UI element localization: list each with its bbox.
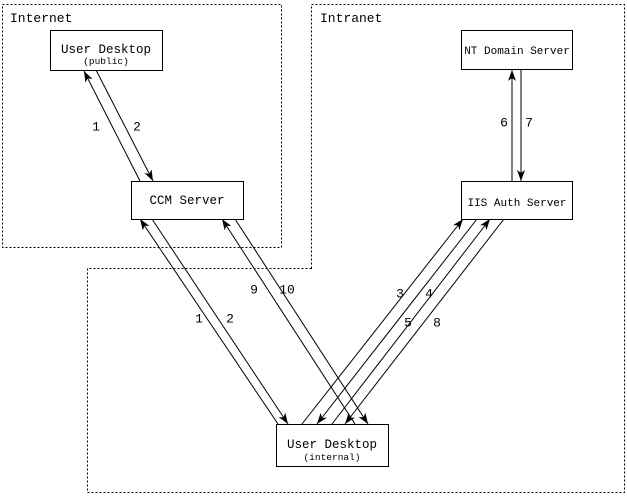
intranet-region-label: Intranet: [320, 11, 382, 26]
node-iis-auth-server: IIS Auth Server: [461, 181, 573, 220]
edge-label-10-7: 10: [279, 283, 295, 298]
edge-line-5-user_desktop_internal-to-iis_auth_server: [331, 218, 491, 425]
node-user-desktop-internal: User Desktop (internal): [276, 424, 389, 467]
edge-line-8-iis_auth_server-to-user_desktop_internal: [344, 218, 505, 425]
edge-label-8-11: 8: [433, 316, 441, 331]
iis-auth-server-box: [461, 181, 573, 220]
ccm-server-box: [131, 181, 244, 220]
edge-label-1-4: 1: [195, 312, 203, 327]
edge-line-3-user_desktop_internal-to-iis_auth_server: [301, 218, 464, 425]
edge-label-5-10: 5: [404, 316, 412, 331]
ccm-server-title: CCM Server: [149, 194, 224, 208]
edge-line-9-user_desktop_internal-to-ccm_server: [221, 218, 356, 425]
edge-line-1-user_desktop_internal-to-ccm_server: [139, 218, 279, 425]
edges-layer: 1 2 6 7 1 2 9 10 3 45 8: [83, 69, 533, 425]
user-desktop-public-title: User Desktop: [61, 43, 151, 57]
edge-label-7-3: 7: [525, 116, 533, 131]
edge-label-2-5: 2: [226, 312, 234, 327]
user-desktop-public-box: [50, 30, 163, 71]
edge-label-6-2: 6: [500, 116, 508, 131]
node-ccm-server: CCM Server: [131, 181, 244, 220]
edge-label-2-1: 2: [133, 120, 141, 135]
user-desktop-internal-subtitle: (internal): [303, 452, 360, 463]
nt-domain-server-box: [461, 30, 573, 70]
edge-line-4-iis_auth_server-to-user_desktop_internal: [316, 218, 478, 425]
edge-line-10-ccm_server-to-user_desktop_internal: [234, 218, 369, 425]
edge-label-9-6: 9: [250, 283, 258, 298]
edge-line-2-ccm_server-to-user_desktop_internal: [151, 218, 289, 425]
user-desktop-internal-box: [276, 424, 389, 467]
edge-label-3-8: 3: [396, 287, 404, 302]
iis-auth-server-title: IIS Auth Server: [467, 198, 566, 210]
edge-line-1-ccm_server-to-user_desktop_public: [83, 70, 141, 182]
node-user-desktop-public: User Desktop (public): [50, 30, 163, 71]
user-desktop-public-subtitle: (public): [83, 56, 129, 67]
node-nt-domain-server: NT Domain Server: [461, 30, 573, 70]
nt-domain-server-title: NT Domain Server: [464, 46, 570, 58]
intranet-region-boundary: [87, 4, 625, 493]
edge-label-1-0: 1: [92, 120, 100, 135]
edge-label-4-9: 4: [425, 287, 433, 302]
user-desktop-internal-title: User Desktop: [287, 438, 377, 452]
internet-region-label: Internet: [10, 11, 72, 26]
edge-line-2-user_desktop_public-to-ccm_server: [95, 69, 154, 182]
internet-region-boundary: [2, 4, 282, 248]
